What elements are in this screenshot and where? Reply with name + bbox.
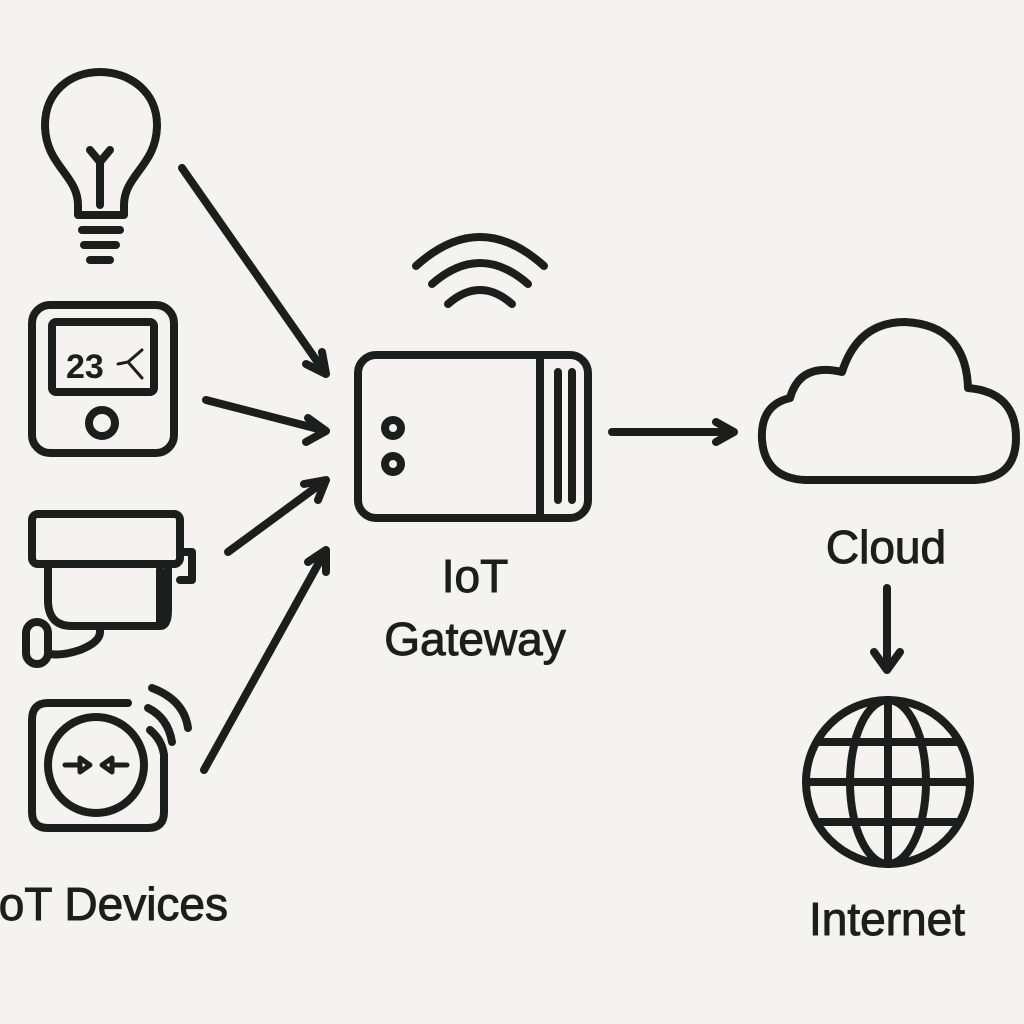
thermostat-icon: 23 xyxy=(28,301,178,457)
gateway-cloud-arrow xyxy=(608,418,738,446)
cloud-label: Cloud xyxy=(826,521,946,573)
gateway-icon xyxy=(354,351,592,522)
globe-icon xyxy=(802,696,974,868)
cloud-icon xyxy=(757,318,1020,484)
iot-devices-label: IoT Devices xyxy=(0,878,228,930)
light-bulb-icon xyxy=(41,68,161,264)
wifi-icon xyxy=(412,233,548,308)
cloud-internet-arrow xyxy=(870,584,904,674)
thermostat-reading: 23 xyxy=(66,348,104,386)
internet-label: Internet xyxy=(809,893,965,945)
smart-plug-icon xyxy=(28,684,192,832)
gateway-label-line1: IoT xyxy=(442,550,508,602)
security-camera-icon xyxy=(22,510,196,668)
gateway-label-line2: Gateway xyxy=(384,613,566,665)
device-arrows xyxy=(178,164,330,774)
